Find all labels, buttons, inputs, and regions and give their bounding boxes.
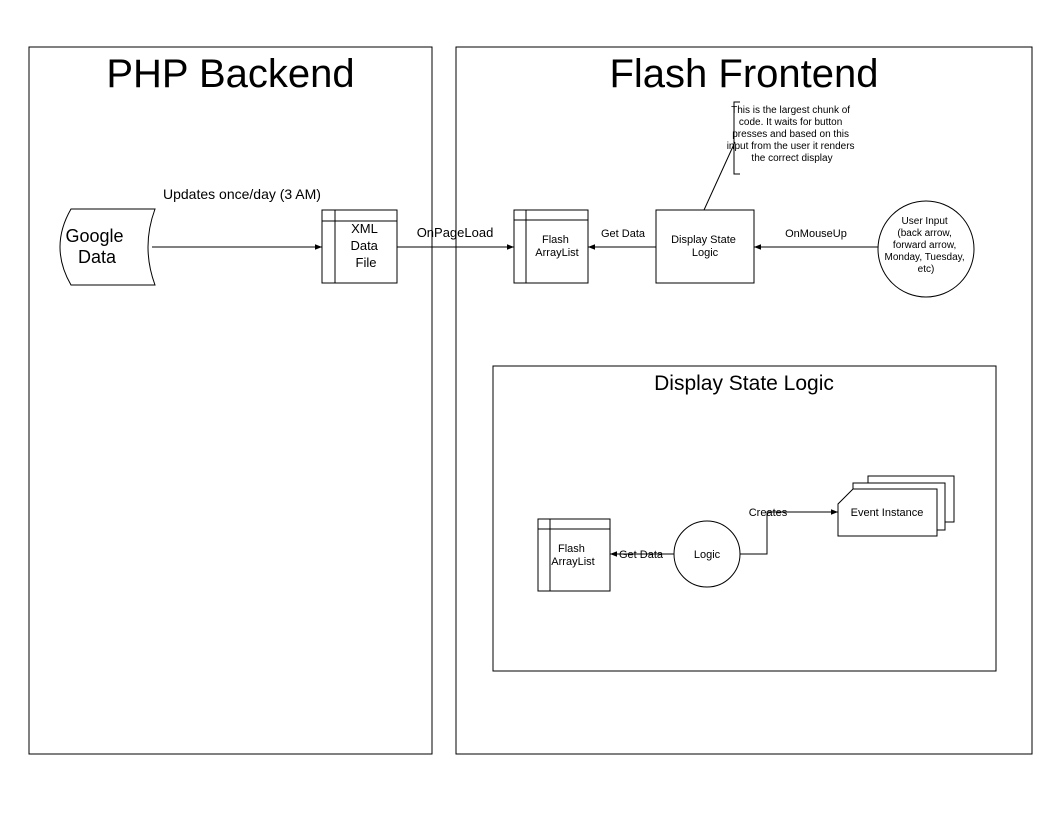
get-data-inner-edge-label: Get Data: [619, 549, 664, 561]
updates-edge-label: Updates once/day (3 AM): [163, 186, 321, 202]
onmouseup-edge-label: OnMouseUp: [785, 228, 847, 240]
note-bracket: [733, 101, 740, 175]
flash-arraylist-inner-label: Flash ArrayList: [551, 543, 594, 568]
onpageload-edge-label: OnPageLoad: [417, 225, 494, 240]
display-state-logic-label: Display State Logic: [671, 234, 739, 259]
get-data-top-edge-label: Get Data: [601, 228, 646, 240]
php-backend-title: PHP Backend: [106, 52, 354, 96]
event-instance-label: Event Instance: [851, 507, 924, 519]
display-state-logic-panel-title: Display State Logic: [654, 372, 834, 395]
event-instance-node: [837, 488, 938, 537]
xml-data-file-label: XML Data File: [350, 221, 381, 270]
google-data-label: Google Data: [65, 226, 128, 267]
logic-label: Logic: [694, 549, 721, 561]
display-state-logic-node: [655, 209, 755, 284]
user-input-label: User Input (back arrow, forward arrow, M…: [884, 216, 967, 275]
php-backend-panel: [28, 46, 433, 755]
note-connector: [703, 141, 736, 211]
google-data-node: [59, 208, 156, 286]
note-text: This is the largest chunk of code. It wa…: [727, 105, 858, 164]
flash-frontend-title: Flash Frontend: [609, 52, 878, 96]
creates-edge-label: Creates: [749, 507, 788, 519]
user-input-node: [877, 200, 975, 298]
flash-arraylist-inner-node: [537, 518, 611, 592]
creates-edge: [740, 509, 838, 555]
flash-arraylist-top-label: Flash ArrayList: [535, 234, 578, 259]
